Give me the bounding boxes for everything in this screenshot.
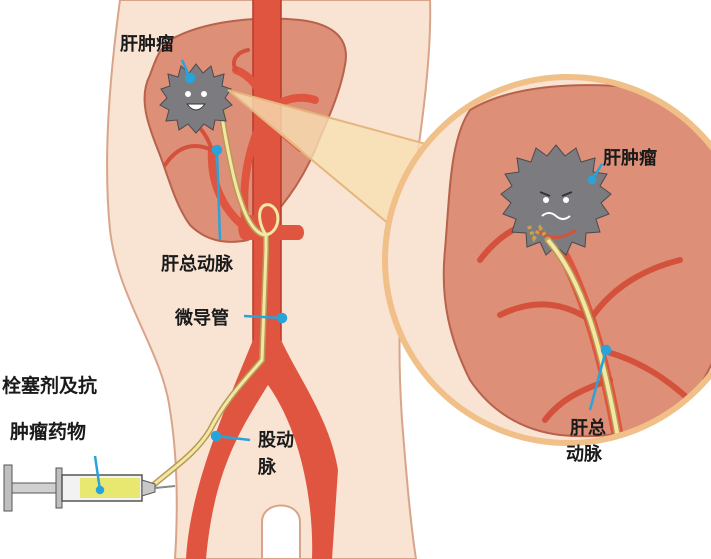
embolic-particles (526, 223, 550, 243)
label-microcatheter: 微导管 (175, 308, 229, 329)
label-syringe-2: 肿瘤药物 (10, 421, 87, 443)
label-femoral-artery-1: 股动 (258, 430, 294, 451)
syringe-liquid (80, 478, 140, 498)
aorta-edge (252, 0, 282, 350)
tumor-zoom-icon (500, 144, 612, 256)
zoom-ring (382, 74, 711, 446)
tumor-left-icon (159, 63, 233, 134)
microcatheter-zoom-core (546, 238, 622, 443)
label-syringe-1: 栓塞剂及抗 (2, 375, 98, 397)
label-hepatic-artery-left: 肝总动脉 (161, 254, 233, 275)
label-tumor-left: 肝肿瘤 (120, 34, 174, 55)
leg-gap (261, 504, 301, 559)
label-pointers (93, 59, 612, 495)
celiac-trunk (238, 215, 304, 240)
syringe-icon (3, 464, 176, 512)
catheter-loop (258, 203, 280, 237)
zoom-circle (385, 77, 711, 443)
label-hepatic-artery-zoom-1: 肝总 (570, 418, 606, 439)
label-hepatic-artery-zoom-2: 动脉 (566, 444, 602, 465)
microcatheter-core (148, 110, 268, 490)
label-tumor-zoom: 肝肿瘤 (603, 148, 657, 169)
hepatic-artery (207, 66, 319, 232)
label-femoral-artery-2: 脉 (258, 457, 276, 478)
iliac-arteries (186, 340, 338, 559)
